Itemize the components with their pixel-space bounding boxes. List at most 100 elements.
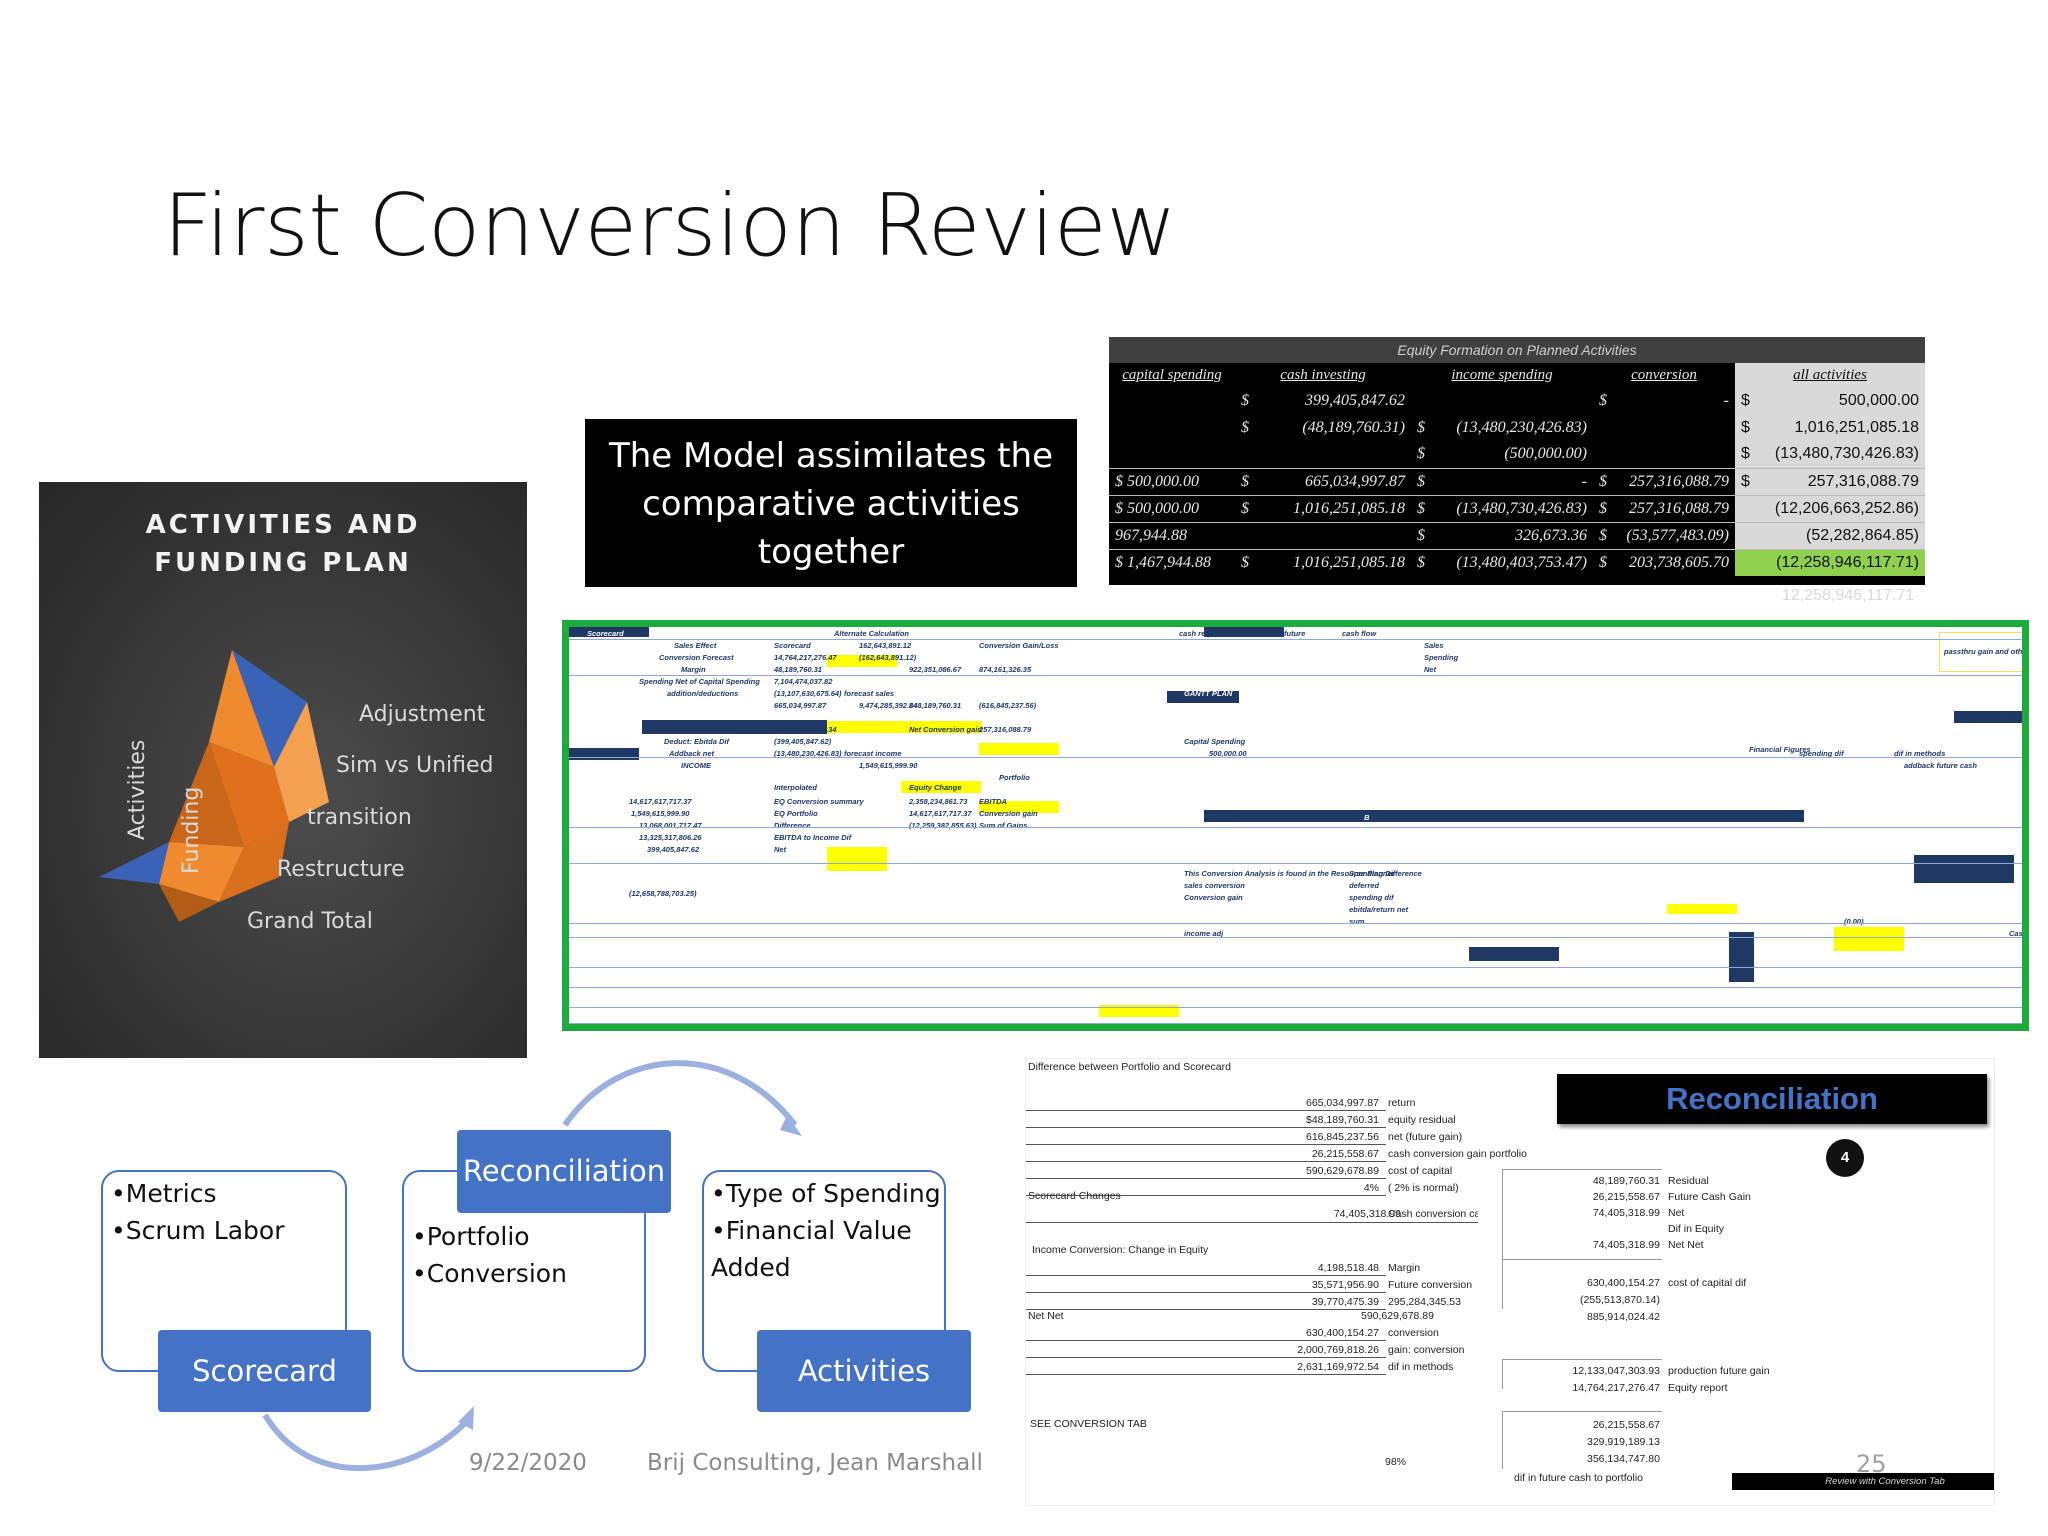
- equity-cell: [1617, 441, 1735, 468]
- recon-label: production future gain: [1668, 1365, 1770, 1377]
- recon-value: 14,764,217,276.47: [1572, 1382, 1660, 1394]
- equity-cell: $: [1735, 414, 1757, 441]
- sheet-cell: Spending Difference: [1349, 869, 1422, 878]
- equity-cell: 326,673.36: [1435, 521, 1593, 549]
- sheet-cell: passthru gain and other differences occu…: [1944, 647, 2029, 656]
- equity-cell: [1735, 521, 1757, 549]
- equity-row: $ 500,000.00$665,034,997.87$-$257,316,08…: [1109, 467, 1925, 495]
- reconciliation-tag: Reconciliation: [457, 1130, 671, 1213]
- activities-funding-panel: ACTIVITIES AND FUNDING PLAN Activities F…: [39, 482, 527, 1058]
- equity-cell: 257,316,088.79: [1757, 467, 1925, 495]
- sheet-cell: Addback net: [669, 749, 715, 758]
- sheet-navy-block: [1729, 932, 1754, 982]
- divider: [1026, 1292, 1386, 1293]
- review-footer: Review with Conversion Tab: [1732, 1473, 1994, 1490]
- sheet-cell: Sales Effect: [674, 641, 717, 650]
- recon-label: Margin: [1388, 1262, 1421, 1274]
- sheet-cell: Portfolio: [1109, 629, 1140, 638]
- col-conversion: conversion: [1631, 366, 1697, 383]
- recon-value: 2,000,769,818.26: [1297, 1344, 1379, 1356]
- sheet-gridline: [569, 827, 2022, 828]
- sheet-cell: Scorecard: [587, 629, 624, 638]
- recon-value: 4%: [1363, 1182, 1379, 1194]
- sheet-cell: Spending: [1424, 653, 1459, 662]
- equity-cell: (13,480,403,753.47): [1435, 548, 1593, 576]
- sheet-cell: 874,161,326.35: [979, 665, 1032, 674]
- sheet-cell: Net Conversion gain: [909, 725, 982, 734]
- sheet-cell: (162,643,891.12): [859, 653, 917, 662]
- recon-value: 39,770,475.39: [1311, 1296, 1379, 1308]
- sheet-band-a: [642, 720, 827, 734]
- sheet-cell: Unified vs. Sim: [1959, 725, 2013, 734]
- recon-bracket: [1502, 1411, 1662, 1469]
- sheet-cell: Method 1: [1109, 813, 1142, 822]
- recon-value: 616,845,237.56: [1306, 1131, 1379, 1143]
- see-conversion-tab: SEE CONVERSION TAB: [1030, 1418, 1147, 1430]
- sheet-cell: GANTT PLAN: [1184, 689, 1233, 698]
- equity-cell: $: [1735, 387, 1757, 414]
- sheet-cell: Alternate Calculation: [834, 629, 910, 638]
- recon-value: 885,914,024.42: [1587, 1311, 1660, 1323]
- equity-cell: $: [1241, 418, 1249, 436]
- net-net-value: 590,629,678.89: [1361, 1310, 1434, 1322]
- equity-cell: 1,016,251,085.18: [1757, 414, 1925, 441]
- recon-label: cash conversion gain portfolio: [1388, 1148, 1527, 1160]
- col-all-activities: all activities: [1735, 363, 1925, 387]
- equity-cell: 1,016,251,085.18: [1259, 494, 1411, 522]
- recon-label: Equity report: [1668, 1382, 1728, 1394]
- recon-label: Future Cash Gain: [1668, 1191, 1751, 1203]
- recon-value: 12,133,047,303.93: [1572, 1365, 1660, 1377]
- divider: [1026, 1309, 1386, 1310]
- equity-cell: [1593, 441, 1617, 468]
- recon-value: 74,405,318.99: [1592, 1239, 1660, 1251]
- recon-value: 2,631,169,972.54: [1297, 1361, 1379, 1373]
- sheet-gridline: [569, 1007, 2022, 1008]
- sheet-highlight: [827, 847, 887, 871]
- equity-cell: $: [1735, 441, 1757, 468]
- recon-bracket: [1502, 1259, 1662, 1309]
- equity-cell: [1109, 387, 1235, 414]
- col-capital-spending: capital spending: [1122, 366, 1222, 383]
- divider: [1026, 1222, 1478, 1223]
- sheet-cell: 665,034,997.87: [774, 701, 827, 710]
- slide-title: First Conversion Review: [163, 176, 1177, 276]
- sheet-cell: deferred: [1349, 881, 1380, 890]
- sheet-cell: 9,474,285,392.84: [859, 701, 918, 710]
- divider: [1026, 1110, 1386, 1111]
- sheet-highlight: [1099, 1005, 1179, 1017]
- equity-cell: $: [1235, 494, 1259, 522]
- net-net-label: Net Net: [1028, 1310, 1064, 1322]
- item-sim-vs-unified: Sim vs Unified: [336, 753, 494, 778]
- equity-cell: [1593, 414, 1617, 441]
- equity-cell: 203,738,605.70: [1617, 548, 1735, 576]
- sheet-cell: 14,617,617,717.37: [909, 809, 972, 818]
- sheet-cell: Conversion gain: [1184, 893, 1243, 902]
- sheet-gridline: [569, 987, 2022, 988]
- sheet-gridline: [569, 1023, 2022, 1024]
- recon-value: 26,215,558.67: [1592, 1419, 1660, 1431]
- model-callout: The Model assimilates the comparative ac…: [585, 419, 1077, 587]
- equity-cell: [1411, 387, 1435, 414]
- sheet-highlight: [979, 743, 1059, 755]
- sheet-cell: Equity Change: [909, 783, 962, 792]
- recon-value: 630,400,154.27: [1306, 1327, 1379, 1339]
- divider: [1026, 1127, 1386, 1128]
- recon-value: $48,189,760.31: [1306, 1114, 1379, 1126]
- income-conversion-heading: Income Conversion: Change in Equity: [1032, 1244, 1209, 1256]
- sheet-cell: 1,549,615,999.90: [631, 809, 690, 818]
- sheet-cell: dif in methods: [1894, 749, 1946, 758]
- sheet-cell: 13,325,317,806.26: [639, 833, 702, 842]
- panel-title: ACTIVITIES AND FUNDING PLAN: [145, 510, 421, 578]
- sheet-gridline: [569, 923, 2022, 924]
- recon-value: 329,919,189.13: [1587, 1436, 1660, 1448]
- recon-value: 665,034,997.87: [1306, 1097, 1379, 1109]
- recon-bracket: [1502, 1359, 1662, 1389]
- sheet-gridline: [569, 639, 2022, 640]
- recon-bracket: [1502, 1169, 1662, 1289]
- divider: [1026, 1340, 1386, 1341]
- equity-cell: $: [1241, 391, 1249, 409]
- recon-label: Net: [1668, 1207, 1685, 1219]
- sheet-cell: unloc: [569, 627, 589, 636]
- recon-value: 74,405,318.99: [1592, 1207, 1660, 1219]
- sheet-highlight: [827, 655, 897, 667]
